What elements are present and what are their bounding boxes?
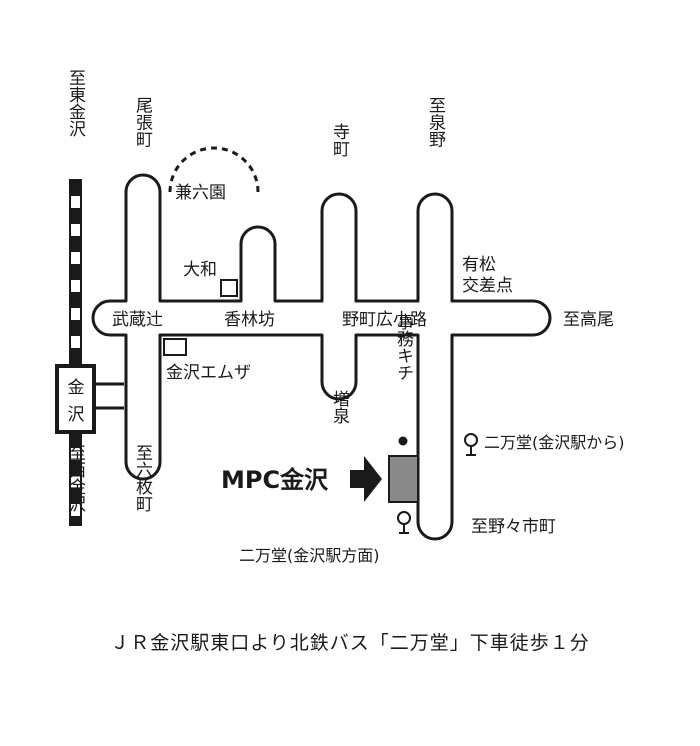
- label-korinbo: 香林坊: [224, 310, 275, 330]
- label-jimu-kichi: 事務キチ: [393, 313, 414, 381]
- road-network: [91, 173, 552, 541]
- label-musashigatsuji: 武蔵辻: [112, 310, 163, 330]
- station-box: 金 沢: [55, 364, 96, 434]
- label-masuizumi: 増泉: [329, 390, 350, 424]
- label-rokumai: 至六枚町: [132, 444, 153, 512]
- station-label-1: 金: [68, 378, 85, 398]
- label-bus-to-station: 二万堂(金沢駅方面): [239, 546, 380, 565]
- daiwa-marker: [220, 279, 238, 297]
- label-izumino: 至泉野: [425, 97, 446, 148]
- label-owari: 尾張町: [132, 97, 153, 148]
- label-arimatsu-1: 有松: [462, 255, 496, 275]
- label-kenrokuen: 兼六園: [175, 183, 226, 203]
- kenrokuen-outline: [168, 146, 260, 193]
- label-nomachi: 野町広小路: [342, 310, 427, 330]
- label-arimatsu-2: 交差点: [462, 276, 513, 296]
- bus-stop-icon: [397, 511, 411, 534]
- label-to-east-kanazawa: 至東金沢: [65, 69, 86, 137]
- label-to-takao: 至高尾: [563, 310, 614, 330]
- label-to-nonoichi: 至野々市町: [471, 517, 556, 537]
- jimu-kichi-dot: [398, 436, 408, 446]
- mpc-building: [388, 455, 419, 503]
- emuza-marker: [163, 338, 187, 356]
- label-daiwa: 大和: [183, 260, 217, 280]
- arrow-icon: [350, 456, 382, 502]
- station-label-2: 沢: [68, 405, 85, 425]
- railway-line: [69, 179, 82, 526]
- label-mpc-kanazawa: MPC金沢: [221, 466, 329, 494]
- label-teramachi: 寺町: [329, 123, 350, 157]
- label-bus-from-station: 二万堂(金沢駅から): [484, 433, 625, 452]
- label-emuza: 金沢エムザ: [166, 363, 251, 383]
- label-to-west-kanazawa: 至西金沢: [65, 444, 86, 512]
- access-caption: ＪＲ金沢駅東口より北鉄バス「二万堂」下車徒歩１分: [110, 632, 590, 654]
- bus-stop-icon: [464, 433, 478, 456]
